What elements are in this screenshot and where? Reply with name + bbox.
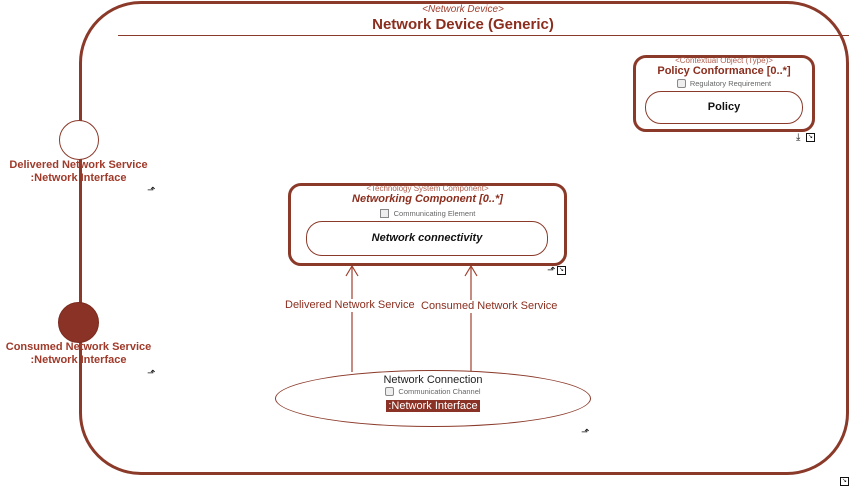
component-title: Networking Component [0..*]: [352, 193, 503, 205]
consumed-link-arrowhead: [464, 264, 478, 277]
policy-title: Policy Conformance [0..*]: [657, 65, 791, 77]
database-icon: [676, 79, 686, 88]
open-window-icon[interactable]: ↘: [806, 133, 815, 142]
networking-component-box[interactable]: <Technology System Component> Networking…: [288, 183, 567, 266]
policy-type-label: Regulatory Requirement: [689, 79, 772, 88]
database-icon: [385, 387, 395, 396]
device-title-divider: [118, 35, 849, 36]
delivered-link-arrowhead: [345, 264, 359, 277]
download-icon[interactable]: ⤓: [796, 132, 801, 143]
connection-interface-tag[interactable]: :Network Interface: [386, 400, 480, 412]
consumed-port-label-name: Consumed Network Service: [5, 341, 152, 353]
expand-arrow-icon[interactable]: ⬏: [547, 265, 556, 276]
delivered-port-label: Delivered Network Service :Network Inter…: [0, 159, 157, 185]
policy-conformance-box[interactable]: <Contextual Object (Type)> Policy Confor…: [633, 55, 815, 132]
open-window-icon[interactable]: ↘: [557, 266, 566, 275]
network-device-frame[interactable]: [79, 1, 849, 475]
consumed-port-label: Consumed Network Service :Network Interf…: [0, 341, 157, 367]
network-connection-ellipse[interactable]: Network Connection Communication Channel…: [275, 370, 591, 427]
device-title: Network Device (Generic): [372, 16, 554, 33]
expand-arrow-icon[interactable]: ⬏: [147, 185, 156, 196]
policy-stereotype: <Contextual Object (Type)>: [675, 56, 773, 65]
delivered-port-label-name: Delivered Network Service: [9, 159, 148, 171]
component-value-pill[interactable]: Network connectivity: [306, 221, 548, 256]
policy-value-pill[interactable]: Policy: [645, 91, 803, 124]
component-type-label: Communicating Element: [393, 209, 476, 218]
consumed-port-circle[interactable]: [58, 302, 99, 343]
consumed-link-label[interactable]: Consumed Network Service: [421, 300, 558, 313]
expand-arrow-icon[interactable]: ⬏: [147, 368, 156, 379]
element-icon: [379, 209, 389, 218]
open-window-icon[interactable]: ↘: [840, 477, 849, 486]
delivered-link-label[interactable]: Delivered Network Service: [285, 299, 415, 312]
component-stereotype: <Technology System Component>: [366, 184, 489, 193]
consumed-port-label-type: :Network Interface: [30, 354, 127, 366]
device-stereotype: <Network Device>: [422, 4, 504, 15]
connection-title: Network Connection: [383, 374, 483, 386]
delivered-port-label-type: :Network Interface: [30, 172, 127, 184]
delivered-port-circle[interactable]: [59, 120, 99, 160]
expand-arrow-icon[interactable]: ⬏: [581, 427, 590, 438]
connection-type-label: Communication Channel: [398, 387, 481, 396]
